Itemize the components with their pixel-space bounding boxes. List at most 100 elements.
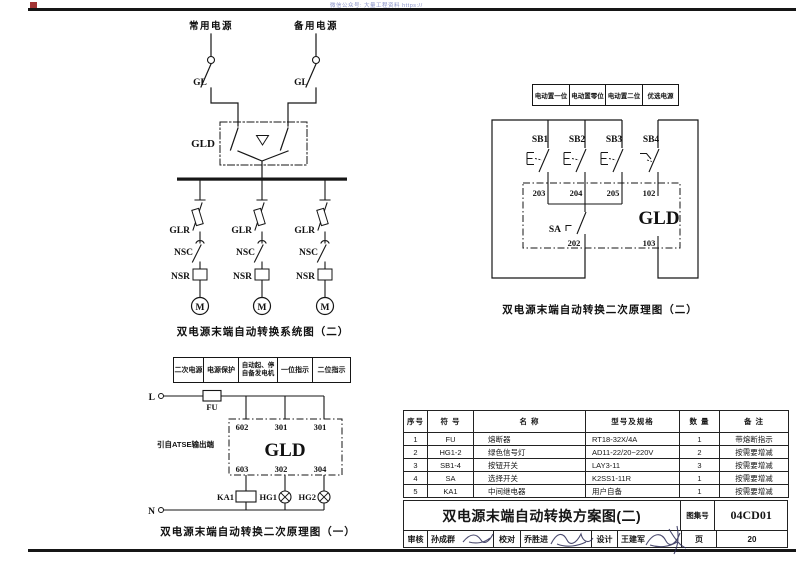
cell: 3	[403, 458, 428, 472]
cell: SA	[427, 471, 474, 485]
terminal-dot	[158, 507, 164, 513]
disconnect-contact-icon	[311, 55, 321, 65]
bottom-border-line	[28, 549, 796, 552]
header-cell: 符 号	[427, 410, 474, 433]
cell: AD11-22/20~220V	[585, 445, 680, 459]
strip-cell: 电动置一位	[532, 84, 570, 106]
thermal-relay-icon	[192, 268, 208, 281]
nsr-label: NSR	[171, 272, 190, 282]
title-block: 双电源末端自动转换方案图(二) 图集号 04CD01 审核 孙成群 校对 乔胜进…	[403, 500, 788, 548]
cell: LAY3-11	[585, 458, 680, 472]
cell: KA1	[427, 484, 474, 498]
secondary-schematic-one: L FU 引自ATSE输出端 602 301 301 GLD 603 302 3…	[148, 389, 355, 538]
designer-name: 王建军	[617, 531, 681, 547]
motor-branch: M GLR NSC NSR	[231, 180, 272, 316]
selector-actuator-icon	[640, 153, 652, 160]
cell: RT18-32X/4A	[585, 432, 680, 446]
fuse-switch-icon	[253, 207, 266, 227]
cell: 按需要增减	[719, 471, 789, 485]
transfer-switch-blades	[229, 121, 289, 178]
strip-cell: 一位指示	[277, 357, 313, 383]
actuator-links	[534, 158, 653, 162]
backup-source-label: 备用电源	[293, 20, 338, 32]
thermal-relay-icon	[317, 268, 333, 281]
gl-left-label: GL	[193, 78, 207, 88]
sb3-label: SB3	[606, 135, 623, 145]
gl-right-label: GL	[294, 78, 308, 88]
neutral-terminal-label: N	[148, 507, 155, 517]
terminal-301: 301	[275, 422, 288, 432]
cell: 1	[679, 484, 720, 498]
motor-icon	[315, 296, 335, 316]
neutral-wires	[163, 475, 325, 511]
secondary-two-caption: 双电源末端自动转换二次原理图（二）	[501, 303, 698, 316]
strip-cell-line: 自动起、停	[241, 362, 275, 370]
phase-terminal-label: L	[149, 393, 155, 403]
glr-label: GLR	[169, 226, 190, 236]
pushbutton-actuator-icon	[526, 152, 608, 165]
gld-transfer-box	[219, 121, 308, 166]
cell: 选择开关	[473, 471, 586, 485]
gld-label: GLD	[638, 208, 679, 229]
cell: 用户自备	[585, 484, 680, 498]
cell: 4	[403, 471, 428, 485]
drawing-title: 双电源末端自动转换方案图(二)	[442, 507, 642, 524]
motor-icon	[190, 296, 210, 316]
cell: 熔断器	[473, 432, 586, 446]
terminal-203: 203	[533, 188, 546, 198]
terminal-205: 205	[607, 188, 620, 198]
strip-cell: 自动起、停 自备发电机	[238, 357, 278, 383]
strip-cell: 二次电源	[173, 357, 204, 383]
strip-cell: 电源保护	[203, 357, 239, 383]
system-diagram: 常用电源 备用电源 GL GL GLD M GLR NSC NSR	[169, 20, 348, 338]
cell: 2	[679, 445, 720, 459]
sb4-label: SB4	[643, 135, 660, 145]
checker-name: 乔胜进	[520, 531, 591, 547]
motor-icon	[252, 296, 272, 316]
cell: 按需要增减	[719, 458, 789, 472]
cell: 中间继电器	[473, 484, 586, 498]
button-blades	[538, 148, 660, 183]
sa-label: SA	[549, 225, 561, 235]
glr-label: GLR	[231, 226, 252, 236]
thermal-relay-icon	[254, 268, 270, 281]
incoming-wires	[200, 33, 317, 123]
busbar	[177, 177, 347, 181]
terminal-204: 204	[570, 188, 584, 198]
cell: 3	[679, 458, 720, 472]
strip-cell-line: 自备发电机	[241, 370, 275, 377]
header-cell: 数 量	[679, 410, 720, 433]
terminal-102: 102	[643, 188, 656, 198]
cell: 按需要增减	[719, 484, 789, 498]
checker-label: 校对	[493, 531, 520, 547]
component-table: 序号 符 号 名 称 型号及规格 数 量 备 注 1 FU 熔断器 RT18-3…	[403, 410, 789, 498]
nsc-label: NSC	[299, 248, 318, 258]
table-row: 1 FU 熔断器 RT18-32X/4A 1 带熔断指示	[403, 432, 789, 446]
motor-label: M	[321, 303, 330, 313]
terminal-304: 304	[314, 464, 328, 474]
terminal-202: 202	[568, 238, 581, 248]
terminal-302: 302	[275, 464, 288, 474]
terminal-103: 103	[643, 238, 656, 248]
cell: 5	[403, 484, 428, 498]
cell: 1	[403, 432, 428, 446]
triangle-symbol	[255, 135, 270, 146]
left-function-strip: 二次电源 电源保护 自动起、停 自备发电机 一位指示 二位指示	[173, 357, 351, 383]
header-cell: 名 称	[473, 410, 586, 433]
sb2-label: SB2	[569, 135, 586, 145]
motor-label: M	[258, 303, 267, 313]
atlas-no-value: 04CD01	[714, 501, 787, 530]
phase-wires	[163, 395, 325, 419]
right-function-strip: 电动置一位 电动置零位 电动置二位 优选电源	[532, 84, 679, 106]
strip-cell: 优选电源	[642, 84, 679, 106]
lamp-cross	[319, 492, 329, 502]
table-row: 3 SB1-4 按钮开关 LAY3-11 3 按需要增减	[403, 458, 789, 472]
lamp2-label: HG2	[299, 492, 316, 502]
motor-label: M	[196, 303, 205, 313]
cell: 2	[403, 445, 428, 459]
nsc-label: NSC	[174, 248, 193, 258]
fuse-label: FU	[206, 402, 217, 412]
gld-label: GLD	[264, 440, 305, 461]
gld-controller-box	[522, 182, 681, 249]
